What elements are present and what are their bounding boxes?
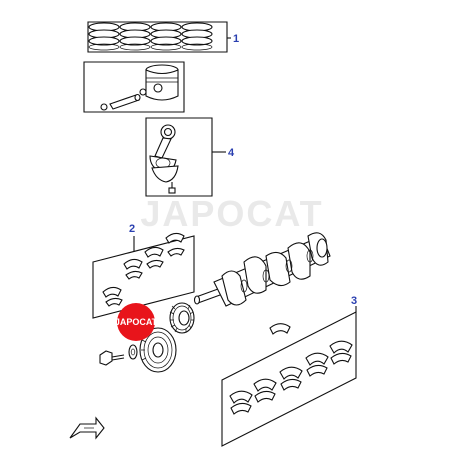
piston-ring-set-2 (119, 22, 151, 51)
crank-pulley[interactable] (139, 327, 177, 373)
pulley-washer[interactable] (128, 344, 138, 360)
callout-1[interactable]: 1 (233, 33, 239, 45)
piston-box (83, 61, 185, 113)
callout-2[interactable]: 2 (129, 223, 135, 235)
piston-ring-set-4 (181, 22, 213, 51)
logo-circle (117, 303, 155, 341)
logo-text: JAPOCAT (115, 317, 158, 327)
crank-nose (193, 288, 221, 305)
main-bearings-group[interactable]: 3 (221, 295, 357, 447)
pulley-bolt[interactable] (99, 350, 125, 366)
piston-ring-set-3 (150, 22, 182, 51)
piston-pin (109, 93, 141, 110)
rod-bolt (168, 182, 176, 194)
crank-webs (221, 232, 329, 306)
callout-4[interactable]: 4 (228, 147, 235, 159)
connecting-rod-box (145, 117, 213, 197)
rod-bearing-shells (102, 232, 185, 307)
connecting-rod-group[interactable]: 4 (145, 117, 235, 197)
rod-bearings-box (92, 235, 195, 319)
crank-journals (240, 249, 314, 293)
callout-3[interactable]: 3 (351, 295, 357, 307)
main-bearing-shells (229, 323, 353, 415)
watermark-text: JAPOCAT (140, 193, 323, 234)
piston-rings-box (87, 21, 228, 53)
rod-bearings-group[interactable]: 2 (92, 223, 195, 319)
front-arrow-icon (69, 416, 105, 440)
connecting-rod (149, 124, 179, 183)
piston-assembly[interactable] (83, 61, 185, 113)
main-bearings-box (221, 311, 357, 447)
piston-ring-set-1 (88, 22, 120, 51)
piston (145, 64, 179, 101)
piston-rings-group[interactable]: 1 (87, 21, 239, 53)
crankshaft[interactable] (193, 232, 331, 307)
snap-rings (100, 88, 147, 111)
crank-sprocket[interactable] (169, 302, 195, 334)
japocat-logo: JAPOCAT (115, 303, 158, 341)
